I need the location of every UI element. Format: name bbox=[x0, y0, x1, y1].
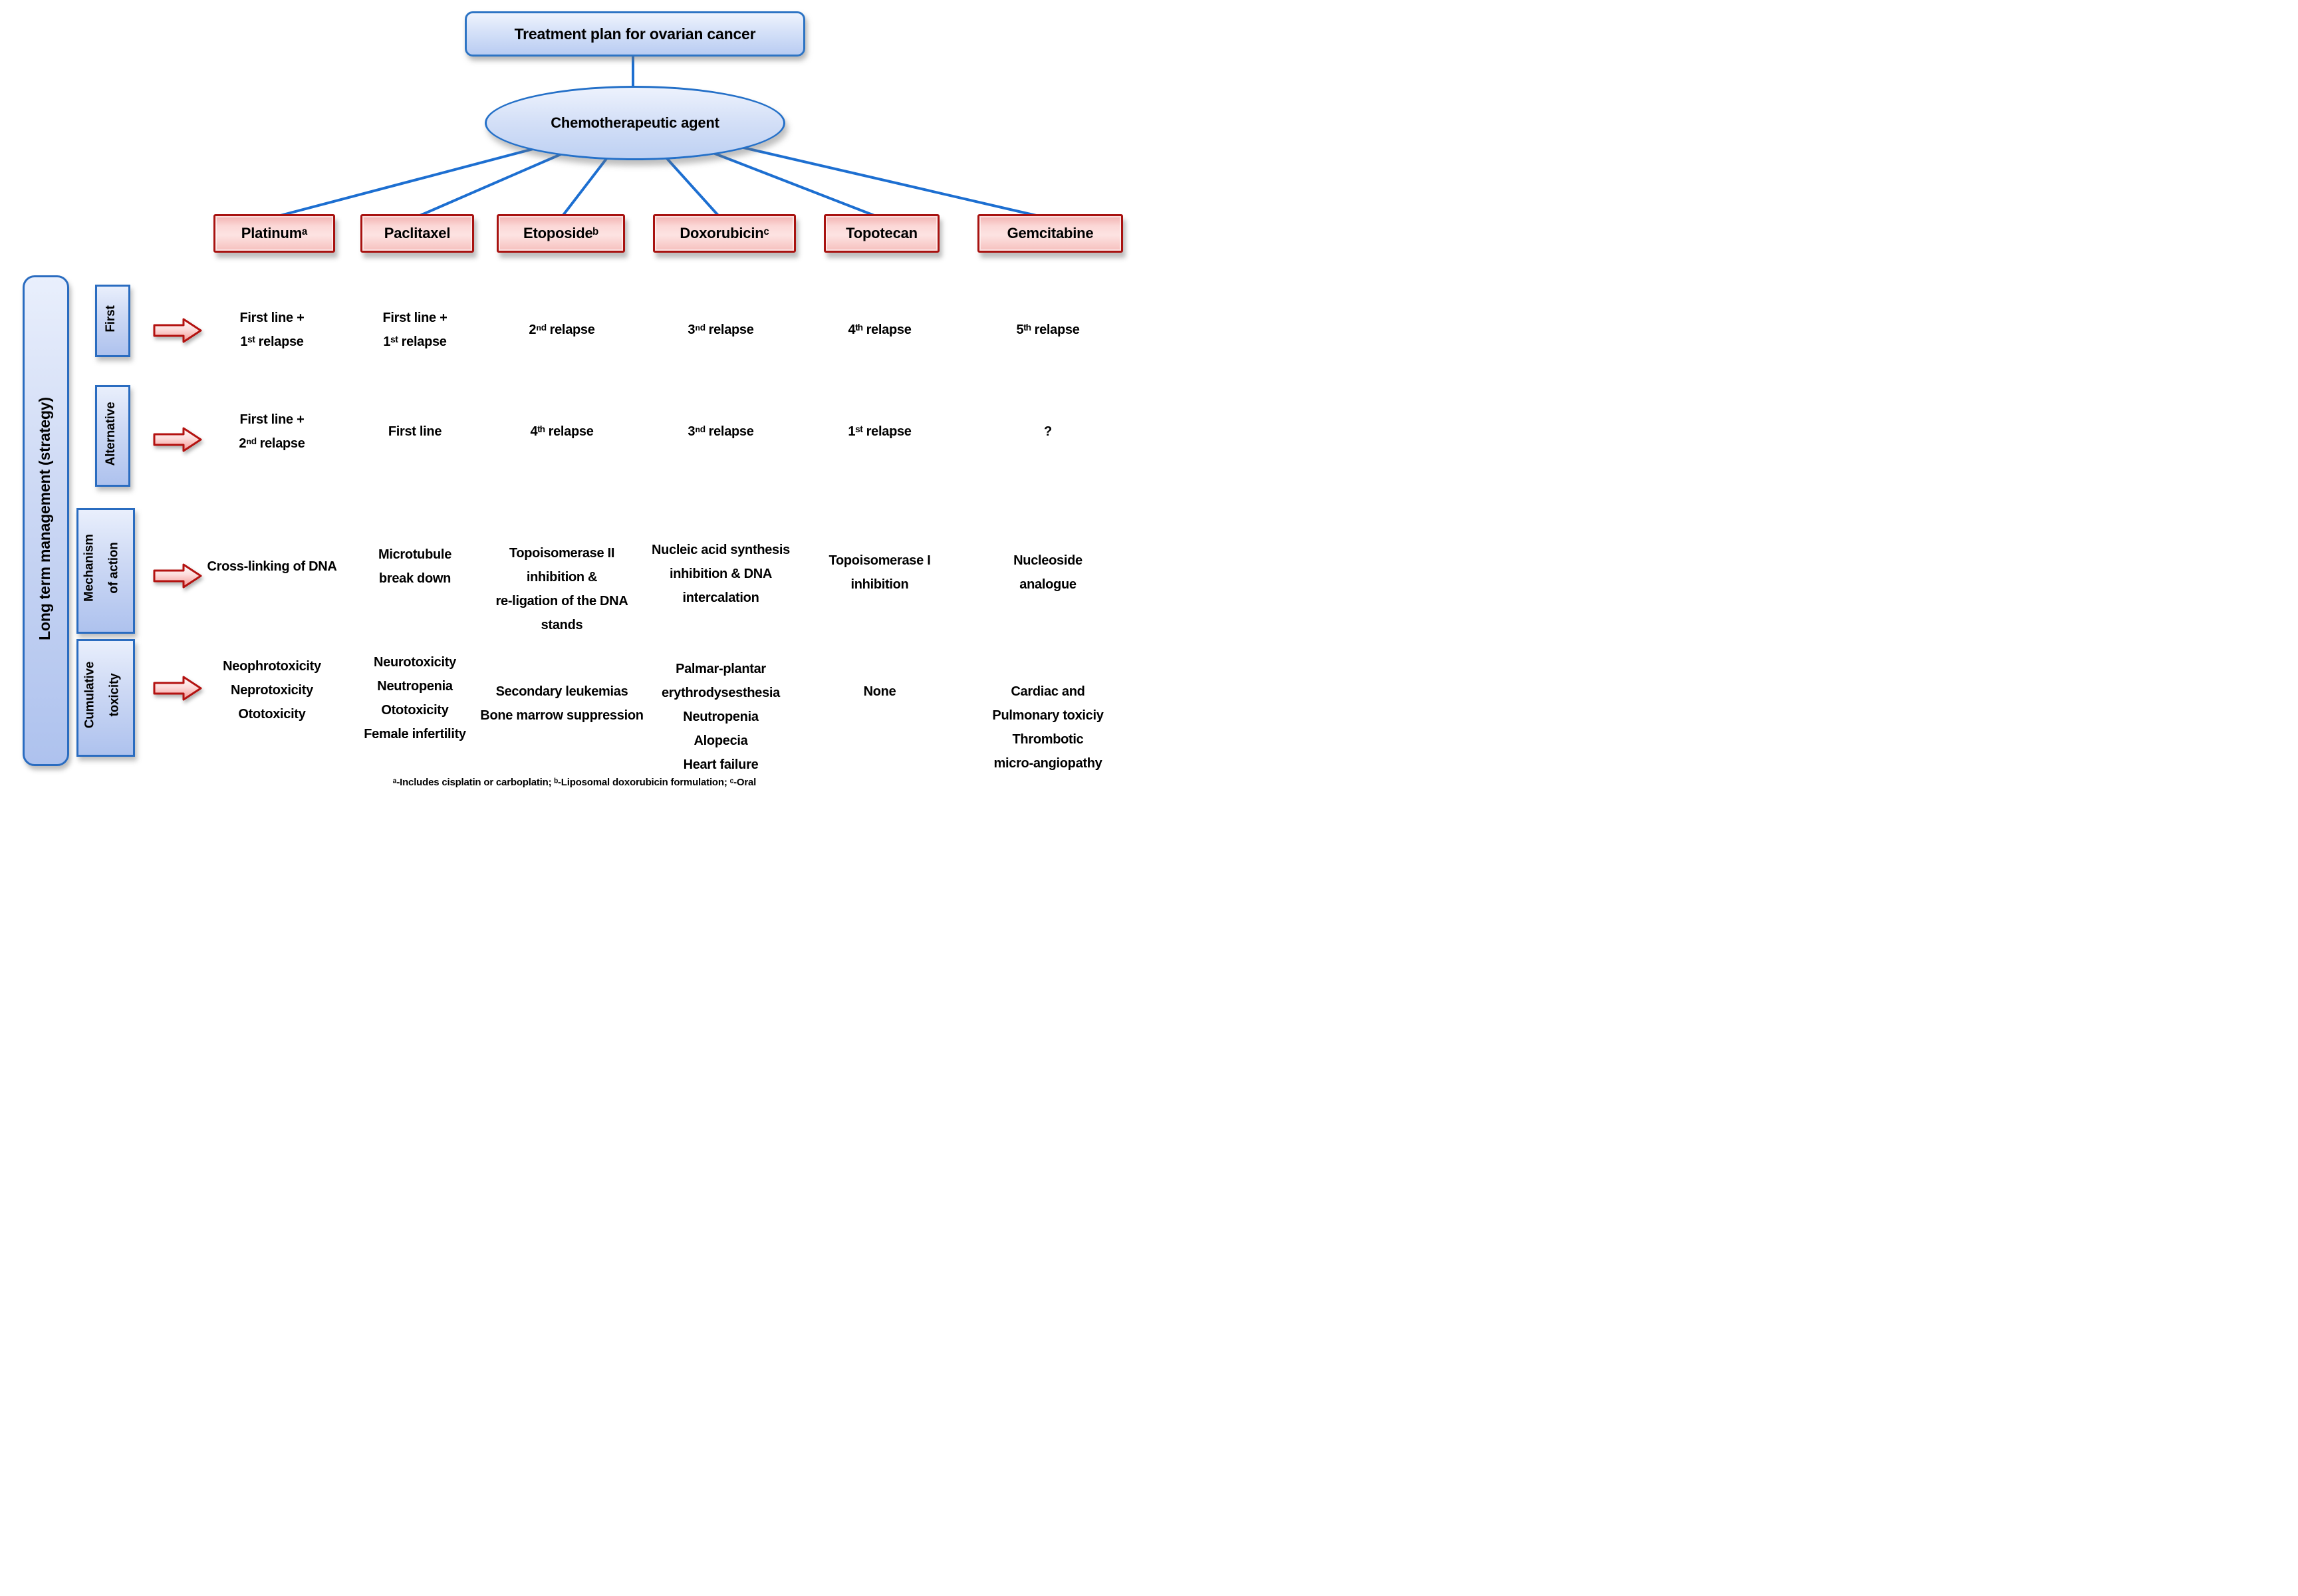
cell-first-etoposide: 2ⁿᵈ relapse bbox=[529, 323, 595, 337]
cell-alternative-paclitaxel: First line bbox=[388, 424, 442, 439]
agent-label: Paclitaxel bbox=[384, 225, 451, 241]
agent-label: Platinumᵃ bbox=[241, 225, 308, 241]
cell-toxicity-topotecan: None bbox=[863, 684, 896, 699]
row-label-mechanism: Mechanism of action bbox=[82, 534, 121, 602]
agent-box-doxorubicin: Doxorubicinᶜ bbox=[653, 214, 796, 253]
sidebar-strategy-box bbox=[23, 275, 69, 766]
cell-toxicity-gemcitabine: Cardiac and Pulmonary toxiciy Thrombotic… bbox=[992, 684, 1104, 771]
right-arrow-icon bbox=[153, 563, 202, 589]
agent-label: Topotecan bbox=[846, 225, 918, 241]
right-arrow-icon bbox=[153, 318, 202, 343]
cell-alternative-etoposide: 4ᵗʰ relapse bbox=[530, 424, 594, 439]
chemotherapeutic-agent-label: Chemotherapeutic agent bbox=[551, 114, 719, 131]
chemotherapeutic-agent-node: Chemotherapeutic agent bbox=[485, 86, 785, 160]
agent-label: Doxorubicinᶜ bbox=[680, 225, 769, 241]
cell-mechanism-platinum: Cross-linking of DNA bbox=[207, 559, 337, 574]
sidebar-strategy-label: Long term management (strategy) bbox=[36, 397, 53, 640]
agent-label: Gemcitabine bbox=[1007, 225, 1094, 241]
right-arrow-icon bbox=[153, 427, 202, 452]
cell-mechanism-etoposide: Topoisomerase II inhibition & re-ligatio… bbox=[495, 546, 628, 632]
cell-toxicity-paclitaxel: Neurotoxicity Neutropenia Ototoxicity Fe… bbox=[364, 655, 466, 741]
cell-alternative-gemcitabine: ? bbox=[1044, 424, 1052, 439]
agent-box-topotecan: Topotecan bbox=[824, 214, 940, 253]
cell-first-paclitaxel: First line + 1ˢᵗ relapse bbox=[382, 311, 447, 349]
agent-box-gemcitabine: Gemcitabine bbox=[977, 214, 1123, 253]
cell-first-topotecan: 4ᵗʰ relapse bbox=[848, 323, 912, 337]
row-label-alternative: Alternative bbox=[104, 402, 118, 466]
agent-box-paclitaxel: Paclitaxel bbox=[360, 214, 474, 253]
agent-box-etoposide: Etoposideᵇ bbox=[497, 214, 625, 253]
footnote: ᵃ-Includes cisplatin or carboplatin; ᵇ-L… bbox=[392, 777, 757, 788]
cell-mechanism-topotecan: Topoisomerase I inhibition bbox=[829, 553, 931, 592]
title-node: Treatment plan for ovarian cancer bbox=[465, 11, 805, 57]
page-title: Treatment plan for ovarian cancer bbox=[514, 25, 756, 43]
cell-mechanism-gemcitabine: Nucleoside analogue bbox=[1013, 553, 1083, 592]
cell-alternative-doxorubicin: 3ⁿᵈ relapse bbox=[688, 424, 754, 439]
cell-toxicity-doxorubicin: Palmar-plantar erythrodysesthesia Neutro… bbox=[661, 662, 781, 772]
agent-label: Etoposideᵇ bbox=[523, 225, 598, 241]
row-label-box-mechanism bbox=[76, 508, 135, 634]
cell-first-gemcitabine: 5ᵗʰ relapse bbox=[1016, 323, 1080, 337]
right-arrow-icon bbox=[153, 676, 202, 701]
cell-alternative-platinum: First line + 2ⁿᵈ relapse bbox=[239, 412, 305, 451]
row-label-first: First bbox=[104, 305, 118, 332]
cell-first-doxorubicin: 3ⁿᵈ relapse bbox=[688, 323, 754, 337]
agent-box-platinum: Platinumᵃ bbox=[213, 214, 335, 253]
row-label-box-alternative bbox=[95, 385, 130, 487]
cell-toxicity-platinum: Neophrotoxicity Neprotoxicity Ototoxicit… bbox=[223, 659, 321, 722]
cell-alternative-topotecan: 1ˢᵗ relapse bbox=[848, 424, 912, 439]
row-label-toxicity: Cumulative toxicity bbox=[82, 661, 122, 729]
row-label-box-toxicity bbox=[76, 639, 135, 757]
row-label-box-first bbox=[95, 285, 130, 357]
cell-mechanism-doxorubicin: Nucleic acid synthesis inhibition & DNA … bbox=[652, 543, 790, 605]
cell-toxicity-etoposide: Secondary leukemias Bone marrow suppress… bbox=[480, 684, 644, 723]
cell-first-platinum: First line + 1ˢᵗ relapse bbox=[239, 311, 305, 349]
diagram-canvas: Treatment plan for ovarian cancer Chemot… bbox=[0, 0, 1149, 798]
cell-mechanism-paclitaxel: Microtubule break down bbox=[378, 547, 452, 586]
